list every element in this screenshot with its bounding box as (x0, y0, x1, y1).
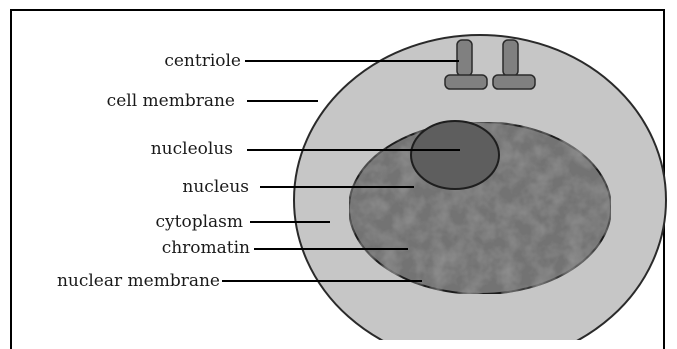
centriole-left-vertical (457, 40, 472, 76)
label-nucleus: nucleus (182, 177, 249, 197)
label-nuclear-membrane: nuclear membrane (57, 271, 220, 291)
nucleolus-region (411, 121, 499, 189)
centriole-left-horizontal (445, 75, 487, 89)
label-chromatin: chromatin (162, 238, 250, 258)
label-centriole: centriole (164, 51, 241, 71)
label-cytoplasm: cytoplasm (156, 212, 244, 232)
label-cell-membrane: cell membrane (107, 91, 235, 111)
centriole-right-vertical (503, 40, 518, 76)
label-nucleolus: nucleolus (151, 139, 233, 159)
cell-diagram: centriole cell membrane nucleolus nucleu… (0, 0, 677, 340)
cell-illustration: centriole cell membrane nucleolus nucleu… (0, 0, 677, 340)
centriole-right-horizontal (493, 75, 535, 89)
